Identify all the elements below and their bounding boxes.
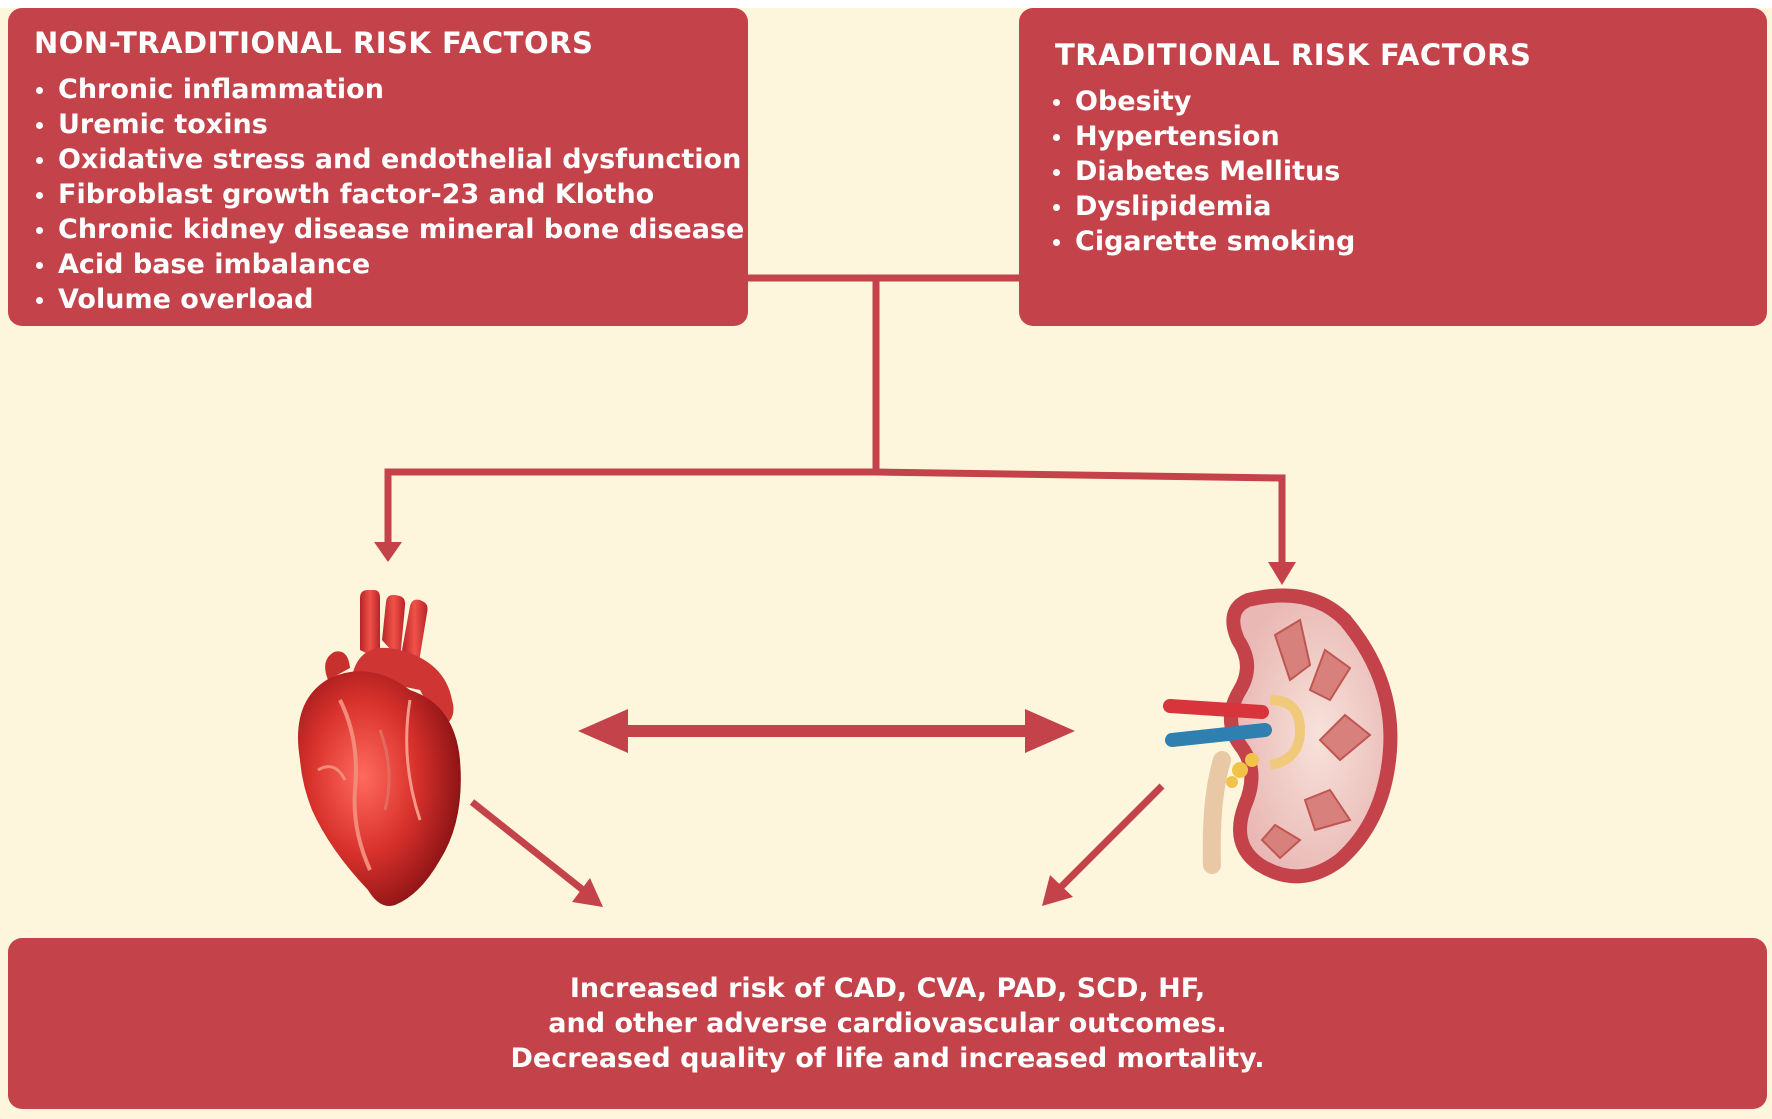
- non-traditional-list: Chronic inflammation Uremic toxins Oxida…: [28, 72, 748, 317]
- connector-to-heart: [384, 468, 876, 545]
- arrowhead-down-heart: [374, 542, 402, 562]
- connector-lines: [384, 274, 1286, 565]
- risk-factor-item: Chronic kidney disease mineral bone dise…: [28, 212, 748, 247]
- connector-to-kidney: [875, 468, 1286, 565]
- risk-factor-item: Dyslipidemia: [1049, 189, 1767, 224]
- traditional-list: Obesity Hypertension Diabetes Mellitus D…: [1049, 84, 1767, 259]
- outcome-line: Decreased quality of life and increased …: [510, 1043, 1265, 1074]
- risk-factor-item: Diabetes Mellitus: [1049, 154, 1767, 189]
- risk-factor-item: Volume overload: [28, 282, 748, 317]
- arrow-kidney-to-outcome: [1042, 783, 1165, 906]
- risk-factor-item: Obesity: [1049, 84, 1767, 119]
- heart-illustration: [298, 590, 461, 906]
- arrowheads: [374, 542, 1296, 585]
- arrow-heart-to-outcome: [469, 799, 603, 907]
- risk-factor-item: Acid base imbalance: [28, 247, 748, 282]
- traditional-title: TRADITIONAL RISK FACTORS: [1055, 38, 1532, 72]
- traditional-risk-factors-box: TRADITIONAL RISK FACTORS Obesity Hyperte…: [1019, 8, 1767, 326]
- risk-factor-item: Chronic inflammation: [28, 72, 748, 107]
- risk-factor-item: Hypertension: [1049, 119, 1767, 154]
- kidney-illustration: [1163, 588, 1398, 884]
- outcome-line: Increased risk of CAD, CVA, PAD, SCD, HF…: [569, 973, 1206, 1004]
- risk-factor-item: Fibroblast growth factor-23 and Klotho: [28, 177, 748, 212]
- risk-factor-item: Cigarette smoking: [1049, 224, 1767, 259]
- non-traditional-risk-factors-box: NON-TRADITIONAL RISK FACTORS Chronic inf…: [8, 8, 748, 326]
- risk-factor-item: Oxidative stress and endothelial dysfunc…: [28, 142, 748, 177]
- risk-factor-item: Uremic toxins: [28, 107, 748, 142]
- bidirectional-arrow: [578, 709, 1075, 753]
- outcome-line: and other adverse cardiovascular outcome…: [548, 1008, 1227, 1039]
- outcome-box: Increased risk of CAD, CVA, PAD, SCD, HF…: [8, 938, 1767, 1109]
- arrowhead-down-kidney: [1268, 562, 1296, 585]
- non-traditional-title: NON-TRADITIONAL RISK FACTORS: [34, 26, 594, 60]
